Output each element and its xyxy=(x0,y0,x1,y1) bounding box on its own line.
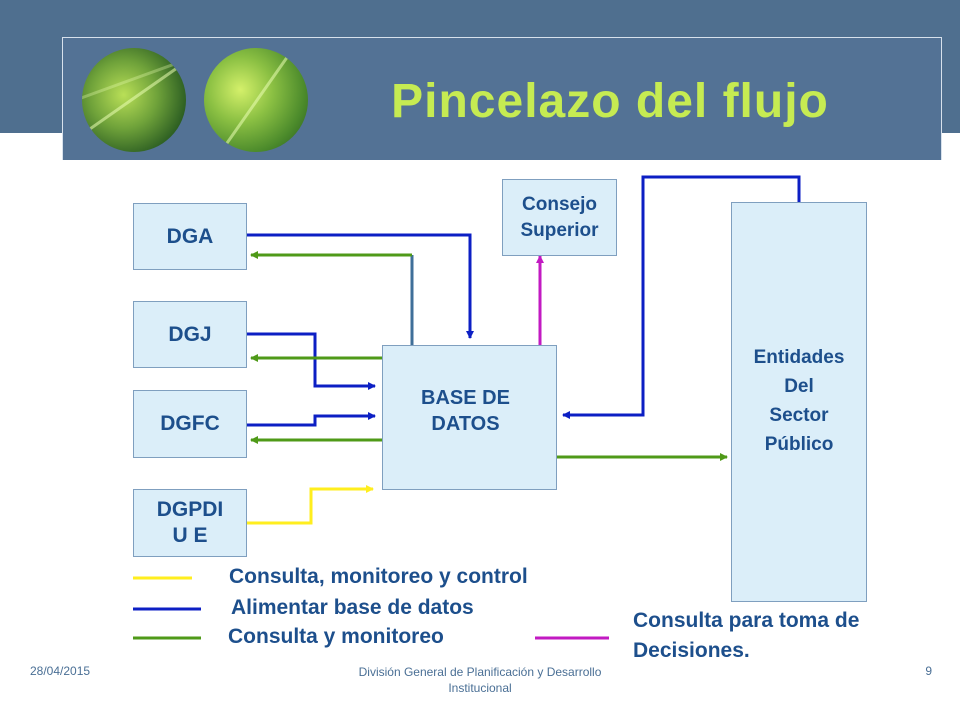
box-dgj: DGJ xyxy=(133,301,247,368)
leaf-image xyxy=(82,48,186,152)
box-dgj-label: DGJ xyxy=(168,322,212,346)
box-consejo-superior: Consejo Superior xyxy=(502,179,617,256)
legend-label-magenta-1: Consulta para toma de xyxy=(633,609,860,632)
box-entidades: Entidades Del Sector Público xyxy=(731,202,867,602)
box-entidades-label-1: Entidades xyxy=(753,346,845,368)
footer-page-number: 9 xyxy=(925,664,932,678)
footer-org-line2: Institucional xyxy=(448,681,512,695)
box-base-de-datos: BASE DE DATOS xyxy=(382,345,557,490)
arrow-dgfc-to-base xyxy=(247,412,376,427)
legend-label-yellow: Consulta, monitoreo y control xyxy=(229,565,528,588)
box-dgfc: DGFC xyxy=(133,390,247,458)
footer-organization: División General de Planificación y Desa… xyxy=(330,664,630,696)
box-entidades-label-4: Público xyxy=(764,433,834,455)
box-dgpdiue-label-2: U E xyxy=(172,524,208,547)
arrow-dgj-to-base xyxy=(247,332,376,390)
box-dgpdiue: DGPDI U E xyxy=(133,489,247,557)
box-consejo-label-1: Consejo xyxy=(522,193,597,215)
leaf-image xyxy=(204,48,308,152)
footer-date: 28/04/2015 xyxy=(30,664,91,678)
arrow-dgpdiue-to-base xyxy=(247,485,374,525)
box-dga-label: DGA xyxy=(166,224,214,248)
footer-org-line1: División General de Planificación y Desa… xyxy=(358,665,602,679)
legend-label-magenta-2: Decisiones. xyxy=(633,639,750,662)
box-dga: DGA xyxy=(133,203,247,270)
box-dgfc-label: DGFC xyxy=(160,412,220,435)
legend-label-green: Consulta y monitoreo xyxy=(228,625,444,648)
arrow-dga-to-base xyxy=(247,233,474,339)
box-entidades-label-2: Del xyxy=(784,375,814,397)
slide-title: Pincelazo del flujo xyxy=(391,75,829,128)
arrow-entidades-to-base xyxy=(562,175,801,419)
box-base-label-1: BASE DE xyxy=(421,386,510,409)
legend-label-blue: Alimentar base de datos xyxy=(231,596,474,619)
box-dgpdiue-label-1: DGPDI xyxy=(156,498,224,521)
box-entidades-label-3: Sector xyxy=(769,404,829,426)
box-base-label-2: DATOS xyxy=(431,412,500,435)
box-consejo-label-2: Superior xyxy=(520,219,599,241)
